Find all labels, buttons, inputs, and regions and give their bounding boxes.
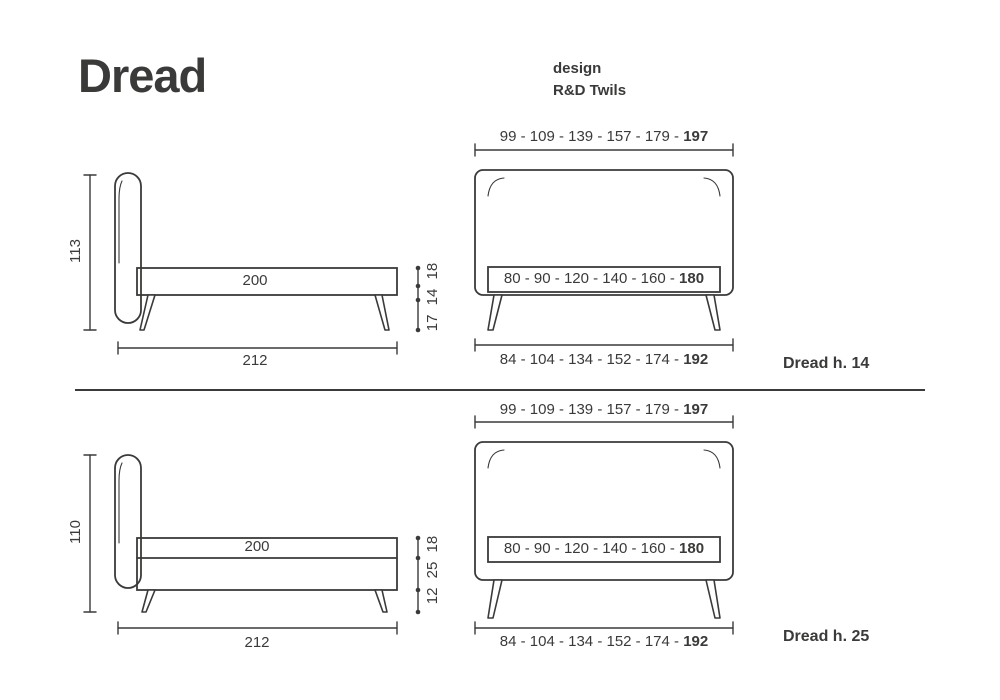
mattress-front-h14 [487, 266, 721, 293]
front-base-dims-h14: 84 - 104 - 134 - 152 - 174 - 192 [474, 351, 734, 369]
bed-leg-front-h14 [139, 294, 156, 331]
design-studio: R&D Twils [553, 82, 627, 99]
top-width-dimension-h14 [474, 143, 734, 157]
variant-label-h25: Dread h. 25 [783, 628, 870, 645]
headboard-front-h25 [474, 441, 734, 581]
stacked-heights-dimension-h14 [415, 265, 421, 333]
front-base-dims-max-h25: 192 [683, 633, 709, 650]
headboard-seam-right-h14 [703, 177, 721, 197]
headboard-side-h25 [114, 454, 142, 589]
front-mattress-dims-max-h14: 180 [679, 270, 705, 287]
front-mattress-dims-max-h25: 180 [679, 540, 705, 557]
height-dim-label-h25: 110 [67, 520, 84, 544]
length-dimension-h25 [117, 621, 398, 635]
side-view-drawing-h14 [83, 172, 421, 355]
bed-base-side-h25 [136, 537, 398, 591]
height-dimension-h14 [83, 174, 97, 331]
front-mattress-dims-h25: 80 - 90 - 120 - 140 - 160 - 180 [474, 540, 734, 558]
mattress-front-h25 [487, 536, 721, 563]
front-top-dims-regular-h14: 99 - 109 - 139 - 157 - 179 - [499, 128, 684, 145]
bed-length-label-h25: 200 [244, 538, 270, 555]
front-view-drawing-h14 [474, 143, 734, 352]
bed-leg-left-h25 [487, 579, 503, 619]
bed-length-label-h14: 200 [242, 272, 268, 289]
base-width-dimension-h14 [474, 338, 734, 352]
front-mattress-dims-regular-h25: 80 - 90 - 120 - 140 - 160 - [503, 540, 680, 557]
variant-label-h14: Dread h. 14 [783, 355, 870, 372]
section-divider [75, 389, 925, 391]
stacked-heights-label-h14: 17 14 18 [424, 262, 441, 332]
bed-leg-back-h14 [374, 294, 390, 331]
bed-leg-right-h25 [705, 579, 721, 619]
total-length-label-h25: 212 [244, 634, 270, 651]
total-length-label-h14: 212 [242, 352, 268, 369]
front-top-dims-h25: 99 - 109 - 139 - 157 - 179 - 197 [474, 401, 734, 419]
side-view-drawing-h25 [83, 454, 421, 635]
front-mattress-dims-h14: 80 - 90 - 120 - 140 - 160 - 180 [474, 270, 734, 288]
front-top-dims-regular-h25: 99 - 109 - 139 - 157 - 179 - [499, 401, 684, 418]
top-width-dimension-h25 [474, 415, 734, 429]
product-title: Dread [78, 49, 207, 102]
front-top-dims-max-h25: 197 [683, 401, 709, 418]
bed-base-side-h14 [136, 267, 398, 296]
headboard-side-h14 [114, 172, 142, 324]
front-base-dims-h25: 84 - 104 - 134 - 152 - 174 - 192 [474, 633, 734, 651]
front-view-drawing-h25 [474, 415, 734, 635]
bed-leg-back-h25 [374, 589, 388, 613]
front-base-dims-regular-h14: 84 - 104 - 134 - 152 - 174 - [499, 351, 684, 368]
headboard-seam-left-h14 [487, 177, 505, 197]
stacked-heights-label-h25: 12 25 18 [424, 535, 441, 605]
front-mattress-dims-regular-h14: 80 - 90 - 120 - 140 - 160 - [503, 270, 680, 287]
front-top-dims-max-h14: 197 [683, 128, 709, 145]
height-dim-label-h14: 113 [67, 239, 84, 263]
length-dimension-h14 [117, 341, 398, 355]
height-dimension-h25 [83, 454, 97, 613]
bed-leg-front-h25 [141, 589, 156, 613]
front-base-dims-max-h14: 192 [683, 351, 709, 368]
stacked-heights-dimension-h25 [415, 535, 421, 615]
bed-leg-left-h14 [487, 294, 503, 331]
front-base-dims-regular-h25: 84 - 104 - 134 - 152 - 174 - [499, 633, 684, 650]
base-width-dimension-h25 [474, 621, 734, 635]
headboard-front-h14 [474, 169, 734, 296]
headboard-seam-right-h25 [703, 449, 721, 469]
headboard-seam-left-h25 [487, 449, 505, 469]
front-top-dims-h14: 99 - 109 - 139 - 157 - 179 - 197 [474, 128, 734, 146]
design-label: design [553, 60, 602, 77]
design-credit: design R&D Twils [553, 58, 626, 102]
bed-leg-right-h14 [705, 294, 721, 331]
